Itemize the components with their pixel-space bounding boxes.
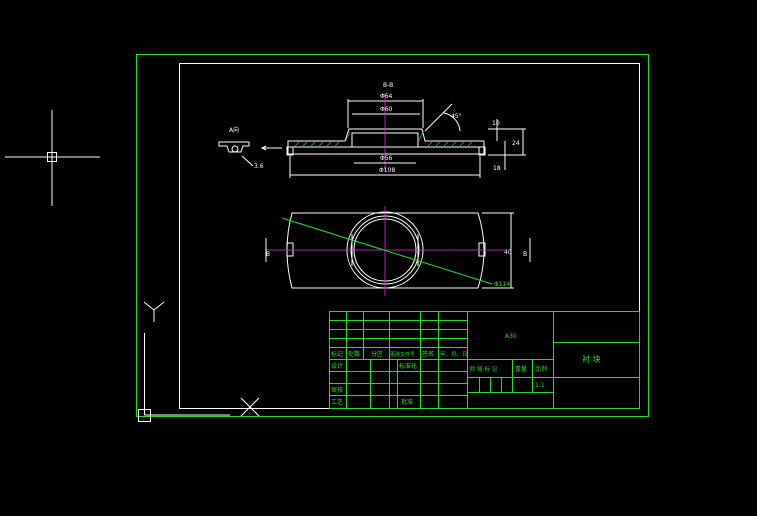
tb-ratio: 比例 [535,365,547,373]
detail-view: A向 3.6 [218,126,282,170]
tb-process: 工艺 [331,398,343,406]
tb-header-1: 处数 [348,350,360,358]
detail-label: A向 [229,126,239,134]
ucs-axis-icon [138,301,260,422]
tb-header-4: 签名 [422,350,434,358]
tb-weight: 重量 [515,365,527,373]
tb-material: A30 [505,333,517,340]
tb-header-2: 分区 [371,350,383,358]
section-mark-left: B [266,251,270,258]
section-title: B-B [383,82,393,89]
section-mark-right: B [523,251,527,258]
tb-scale: 1:1 [535,382,545,389]
title-block: 标记 处数 分区 更改文件号 签名 年、月、日 设计 审核 工艺 标准化 批准 … [329,311,640,409]
tb-header-3: 更改文件号 [390,351,415,358]
tb-header-0: 标记 [331,350,343,358]
dim-height: 40 [504,249,512,256]
tb-review: 审核 [331,386,343,394]
tb-part-name: 衬 块 [582,354,601,364]
tb-standard: 标准化 [399,362,417,370]
dim-bore: Φ56 [380,155,393,162]
plan-view: Φ114 40 B B [265,206,531,296]
sheet-border [136,54,649,417]
tb-stage: 阶 段 标 记 [470,365,498,373]
dim-right-1: 24 [512,140,520,147]
dim-right-2: 18 [493,165,501,172]
dim-width: Φ114 [494,281,510,288]
tb-header-5: 年、月、日 [440,350,468,358]
section-view: B-B Φ64 Φ60 45° Φ56 [286,82,526,178]
crosshair-cursor-icon [5,110,100,206]
dim-mid: Φ60 [380,106,393,113]
dim-right-3: 10 [492,120,500,127]
dim-overall: Φ108 [379,167,395,174]
tb-approve: 批准 [401,398,413,406]
angle-label: 45° [451,113,462,120]
detail-note: 3.6 [254,163,264,170]
tb-design: 设计 [331,362,343,370]
dim-top: Φ64 [380,93,393,100]
